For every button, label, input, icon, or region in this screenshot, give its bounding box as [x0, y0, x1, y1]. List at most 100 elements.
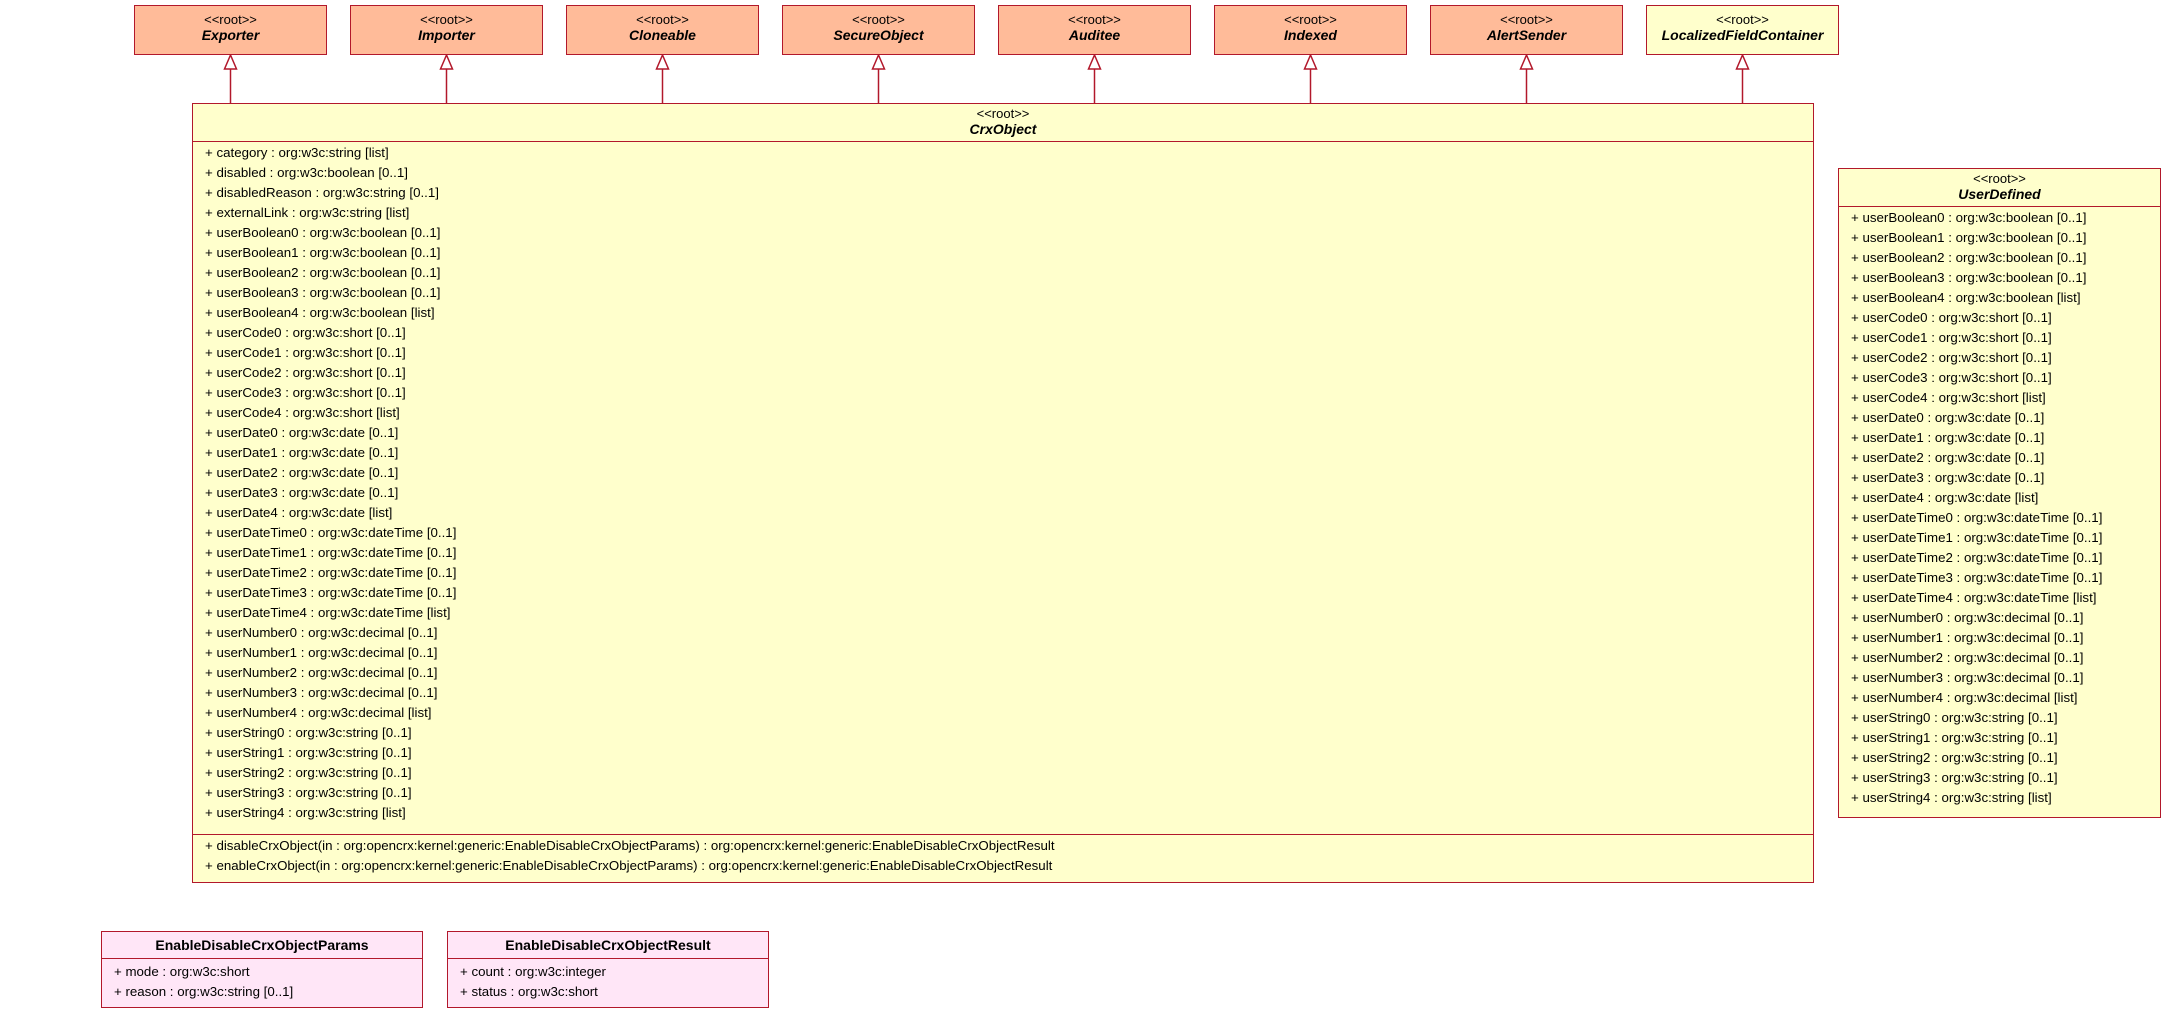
attribute-row: + userBoolean0 : org:w3c:boolean [0..1] [205, 225, 441, 240]
attribute-row: + userNumber4 : org:w3c:decimal [list] [1851, 690, 2078, 705]
attribute-row: + userString2 : org:w3c:string [0..1] [205, 765, 412, 780]
attribute-row: + userBoolean1 : org:w3c:boolean [0..1] [1851, 230, 2087, 245]
class-exporter[interactable]: <<root>> Exporter [134, 5, 327, 55]
attribute-row: + externalLink : org:w3c:string [list] [205, 205, 410, 220]
attribute-row: + userDate2 : org:w3c:date [0..1] [205, 465, 399, 480]
attribute-row: + userDateTime4 : org:w3c:dateTime [list… [1851, 590, 2097, 605]
attribute-row: + userDate4 : org:w3c:date [list] [205, 505, 393, 520]
attribute-row: + userNumber1 : org:w3c:decimal [0..1] [1851, 630, 2084, 645]
generalization-arrowhead [223, 53, 238, 70]
attribute-row: + userBoolean0 : org:w3c:boolean [0..1] [1851, 210, 2087, 225]
generalization-arrowhead [1735, 53, 1750, 70]
attribute-row: + userCode0 : org:w3c:short [0..1] [1851, 310, 2052, 325]
attribute-row: + userString3 : org:w3c:string [0..1] [1851, 770, 2058, 785]
attribute-row: + userDate1 : org:w3c:date [0..1] [1851, 430, 2045, 445]
attribute-section: + userBoolean0 : org:w3c:boolean [0..1] +… [1839, 206, 2160, 812]
attribute-row: + userCode2 : org:w3c:short [0..1] [1851, 350, 2052, 365]
attribute-row: + reason : org:w3c:string [0..1] [114, 984, 294, 999]
class-name: EnableDisableCrxObjectResult [505, 937, 711, 953]
attribute-section: + mode : org:w3c:short + reason : org:w3c… [102, 958, 422, 1006]
attribute-row: + userCode3 : org:w3c:short [0..1] [205, 385, 406, 400]
attribute-row: + category : org:w3c:string [list] [205, 145, 389, 160]
attribute-section: + category : org:w3c:string [list] + disa… [193, 141, 1813, 834]
class-secureobject[interactable]: <<root>> SecureObject [782, 5, 975, 55]
operation-row: + enableCrxObject(in : org:opencrx:kerne… [205, 858, 1053, 873]
attribute-row: + userDateTime3 : org:w3c:dateTime [0..1… [1851, 570, 2103, 585]
attribute-row: + userNumber3 : org:w3c:decimal [0..1] [205, 685, 438, 700]
attribute-row: + userBoolean2 : org:w3c:boolean [0..1] [1851, 250, 2087, 265]
class-name: EnableDisableCrxObjectParams [155, 937, 369, 953]
attribute-row: + disabled : org:w3c:boolean [0..1] [205, 165, 408, 180]
attribute-row: + userDateTime1 : org:w3c:dateTime [0..1… [205, 545, 457, 560]
stereotype-label: <<root>> [1716, 12, 1769, 27]
attribute-row: + userString4 : org:w3c:string [list] [205, 805, 406, 820]
attribute-row: + userNumber2 : org:w3c:decimal [0..1] [1851, 650, 2084, 665]
attribute-row: + userDate4 : org:w3c:date [list] [1851, 490, 2039, 505]
attribute-row: + userDate0 : org:w3c:date [0..1] [1851, 410, 2045, 425]
attribute-row: + userDateTime0 : org:w3c:dateTime [0..1… [1851, 510, 2103, 525]
attribute-row: + userCode0 : org:w3c:short [0..1] [205, 325, 406, 340]
stereotype-label: <<root>> [1068, 12, 1121, 27]
stereotype-label: <<root>> [976, 106, 1030, 121]
class-auditee[interactable]: <<root>> Auditee [998, 5, 1191, 55]
generalization-arrowhead [1087, 53, 1102, 70]
attribute-row: + userNumber2 : org:w3c:decimal [0..1] [205, 665, 438, 680]
attribute-row: + userNumber3 : org:w3c:decimal [0..1] [1851, 670, 2084, 685]
attribute-row: + userBoolean4 : org:w3c:boolean [list] [1851, 290, 2081, 305]
class-importer[interactable]: <<root>> Importer [350, 5, 543, 55]
attribute-row: + count : org:w3c:integer [460, 964, 606, 979]
attribute-row: + mode : org:w3c:short [114, 964, 250, 979]
attribute-row: + userNumber0 : org:w3c:decimal [0..1] [205, 625, 438, 640]
class-alertsender[interactable]: <<root>> AlertSender [1430, 5, 1623, 55]
stereotype-label: <<root>> [204, 12, 257, 27]
attribute-row: + userNumber1 : org:w3c:decimal [0..1] [205, 645, 438, 660]
class-enabledisablecrxobjectparams[interactable]: EnableDisableCrxObjectParams + mode : or… [101, 931, 423, 1008]
class-name: LocalizedFieldContainer [1661, 27, 1824, 43]
attribute-row: + userDate2 : org:w3c:date [0..1] [1851, 450, 2045, 465]
attribute-row: + userCode1 : org:w3c:short [0..1] [1851, 330, 2052, 345]
attribute-row: + userString3 : org:w3c:string [0..1] [205, 785, 412, 800]
attribute-row: + userBoolean3 : org:w3c:boolean [0..1] [1851, 270, 2087, 285]
class-name: AlertSender [1486, 27, 1567, 43]
attribute-section: + count : org:w3c:integer + status : org:… [448, 958, 768, 1006]
stereotype-label: <<root>> [420, 12, 473, 27]
attribute-row: + userDateTime0 : org:w3c:dateTime [0..1… [205, 525, 457, 540]
attribute-row: + userDateTime2 : org:w3c:dateTime [0..1… [205, 565, 457, 580]
class-localizedfieldcontainer[interactable]: <<root>> LocalizedFieldContainer [1646, 5, 1839, 55]
attribute-row: + userDate3 : org:w3c:date [0..1] [205, 485, 399, 500]
attribute-row: + userCode1 : org:w3c:short [0..1] [205, 345, 406, 360]
attribute-row: + userString4 : org:w3c:string [list] [1851, 790, 2052, 805]
operation-section: + disableCrxObject(in : org:opencrx:kern… [193, 834, 1813, 880]
stereotype-label: <<root>> [1500, 12, 1553, 27]
class-name: SecureObject [833, 27, 924, 43]
attribute-row: + userCode4 : org:w3c:short [list] [1851, 390, 2046, 405]
attribute-row: + status : org:w3c:short [460, 984, 598, 999]
class-userdefined[interactable]: <<root>> UserDefined + userBoolean0 : or… [1838, 168, 2161, 818]
generalization-arrowhead [871, 53, 886, 70]
attribute-row: + userString1 : org:w3c:string [0..1] [205, 745, 412, 760]
stereotype-label: <<root>> [636, 12, 689, 27]
attribute-row: + userDate1 : org:w3c:date [0..1] [205, 445, 399, 460]
class-enabledisablecrxobjectresult[interactable]: EnableDisableCrxObjectResult + count : o… [447, 931, 769, 1008]
stereotype-label: <<root>> [1284, 12, 1337, 27]
class-name: Exporter [201, 27, 260, 43]
class-crxobject[interactable]: <<root>> CrxObject + category : org:w3c:… [192, 103, 1814, 883]
attribute-row: + userBoolean2 : org:w3c:boolean [0..1] [205, 265, 441, 280]
attribute-row: + userCode4 : org:w3c:short [list] [205, 405, 400, 420]
class-cloneable[interactable]: <<root>> Cloneable [566, 5, 759, 55]
attribute-row: + userDate3 : org:w3c:date [0..1] [1851, 470, 2045, 485]
attribute-row: + userString2 : org:w3c:string [0..1] [1851, 750, 2058, 765]
class-indexed[interactable]: <<root>> Indexed [1214, 5, 1407, 55]
attribute-row: + userDateTime4 : org:w3c:dateTime [list… [205, 605, 451, 620]
attribute-row: + userDateTime3 : org:w3c:dateTime [0..1… [205, 585, 457, 600]
attribute-row: + userNumber4 : org:w3c:decimal [list] [205, 705, 432, 720]
attribute-row: + userString0 : org:w3c:string [0..1] [1851, 710, 2058, 725]
attribute-row: + userDateTime2 : org:w3c:dateTime [0..1… [1851, 550, 2103, 565]
attribute-row: + userString1 : org:w3c:string [0..1] [1851, 730, 2058, 745]
operation-row: + disableCrxObject(in : org:opencrx:kern… [205, 838, 1055, 853]
class-name: Auditee [1068, 27, 1121, 43]
stereotype-label: <<root>> [852, 12, 905, 27]
class-name: Cloneable [629, 27, 696, 43]
attribute-row: + userCode2 : org:w3c:short [0..1] [205, 365, 406, 380]
